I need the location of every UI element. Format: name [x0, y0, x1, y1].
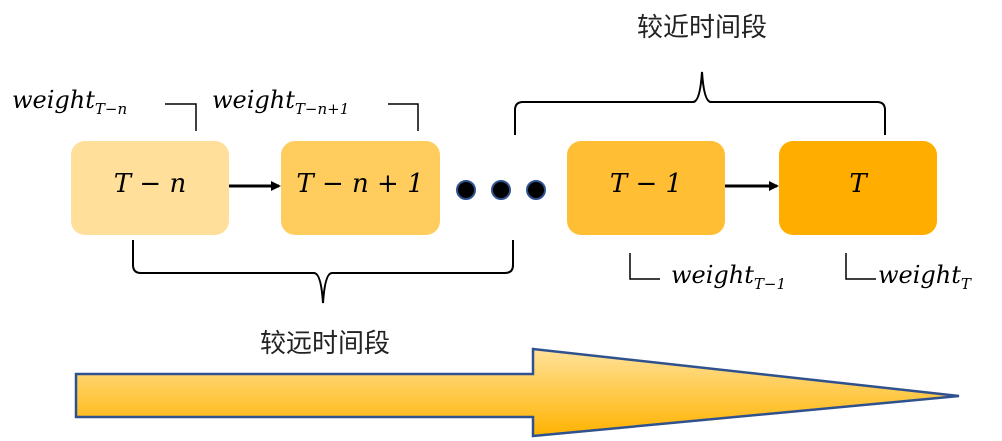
svg-text:T − 1: T − 1 — [610, 169, 682, 199]
weight-connector-t-minus-n-plus-1 — [388, 103, 419, 131]
svg-text:T − n + 1: T − n + 1 — [296, 169, 423, 199]
weight-label-t-minus-n: weightT−n — [12, 86, 127, 118]
distant-period-label: 较远时间段 — [260, 329, 390, 359]
svg-text:weightT−1: weightT−1 — [671, 261, 786, 293]
weight-connector-t-minus-1 — [629, 253, 660, 280]
box-t-minus-n-plus-1: T − n + 1 — [281, 141, 440, 235]
weight-label-t: weightT — [878, 261, 972, 293]
time-arrow-body — [74, 347, 960, 438]
ellipsis-dot-1 — [456, 180, 476, 200]
recent-period-brace — [514, 71, 886, 135]
box-t: T — [779, 141, 937, 235]
svg-text:weightT: weightT — [878, 261, 972, 293]
svg-text:T − n: T − n — [114, 169, 186, 199]
weight-connector-t-minus-n — [165, 103, 197, 131]
recent-period-label: 较近时间段 — [637, 13, 767, 43]
ellipsis-dot-2 — [491, 180, 511, 200]
box-t-minus-n: T − n — [71, 141, 229, 235]
box-t-minus-1: T − 1 — [567, 141, 725, 235]
svg-text:weightT−n: weightT−n — [12, 86, 127, 118]
ellipsis-dot-3 — [526, 180, 546, 200]
weight-connector-t — [845, 253, 876, 280]
weight-label-t-minus-1: weightT−1 — [671, 261, 786, 293]
distant-period-brace — [132, 240, 514, 304]
svg-text:T: T — [849, 169, 868, 199]
weight-label-t-minus-n-plus-1: weightT−n+1 — [212, 86, 349, 118]
svg-text:weightT−n+1: weightT−n+1 — [212, 86, 349, 118]
